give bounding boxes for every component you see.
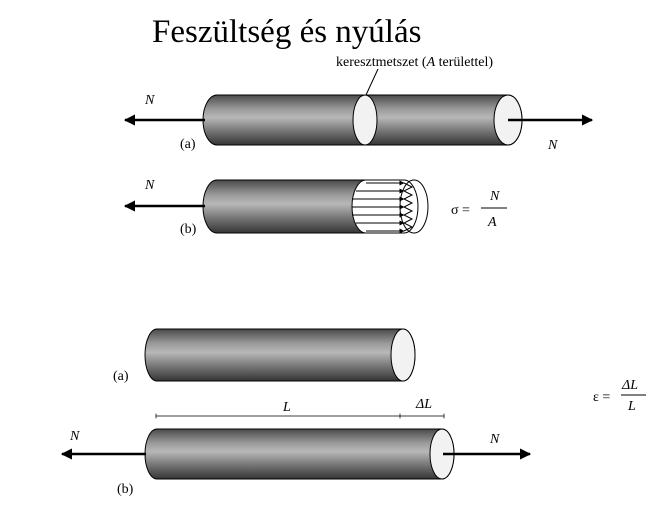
top-figure-a: N N (a) — [123, 93, 594, 153]
force-label-right: N — [547, 138, 558, 153]
rod-end-face — [390, 328, 416, 382]
figure-tag: (b) — [117, 482, 134, 497]
figure-tag: (a) — [113, 369, 129, 384]
force-label-left: N — [144, 178, 155, 193]
callout-suffix: területtel) — [435, 55, 493, 70]
formula-numerator: ΔL — [621, 378, 638, 393]
length-label: L — [282, 400, 291, 415]
top-figure-b: N (b) — [123, 178, 429, 237]
figure-tag: (b) — [180, 222, 197, 237]
callout-prefix: keresztmetszet ( — [336, 55, 427, 70]
cross-section-callout: keresztmetszet (A területtel) — [336, 55, 493, 96]
delta-label: ΔL — [415, 397, 432, 412]
rod-body — [144, 428, 455, 480]
strain-formula: ε = ΔL L — [593, 378, 646, 414]
formula-lhs: ε = — [593, 390, 610, 405]
force-label-left: N — [69, 429, 80, 444]
stress-profile — [402, 182, 414, 232]
rod-body — [202, 179, 367, 234]
page-title: Feszültség és nyúlás — [152, 14, 421, 50]
figure-tag: (a) — [180, 137, 196, 152]
rod-body — [144, 328, 416, 382]
callout-leader — [365, 68, 379, 96]
cut-end-face — [399, 179, 429, 234]
formula-numerator: N — [489, 189, 500, 204]
callout-symbol: A — [426, 55, 436, 70]
force-label-right: N — [489, 432, 500, 447]
formula-lhs: σ = — [451, 203, 470, 218]
formula-denominator: A — [487, 215, 497, 230]
bottom-figure-b: N N (b) — [60, 428, 532, 497]
stress-distribution — [352, 180, 405, 234]
stress-formula: σ = N A — [451, 189, 507, 230]
bottom-figure-a: (a) — [113, 328, 416, 384]
callout-label: keresztmetszet (A területtel) — [336, 55, 493, 70]
force-label-left: N — [144, 93, 155, 108]
cross-section — [352, 94, 378, 146]
formula-denominator: L — [627, 399, 636, 414]
dimension-lines: L ΔL — [155, 397, 445, 419]
